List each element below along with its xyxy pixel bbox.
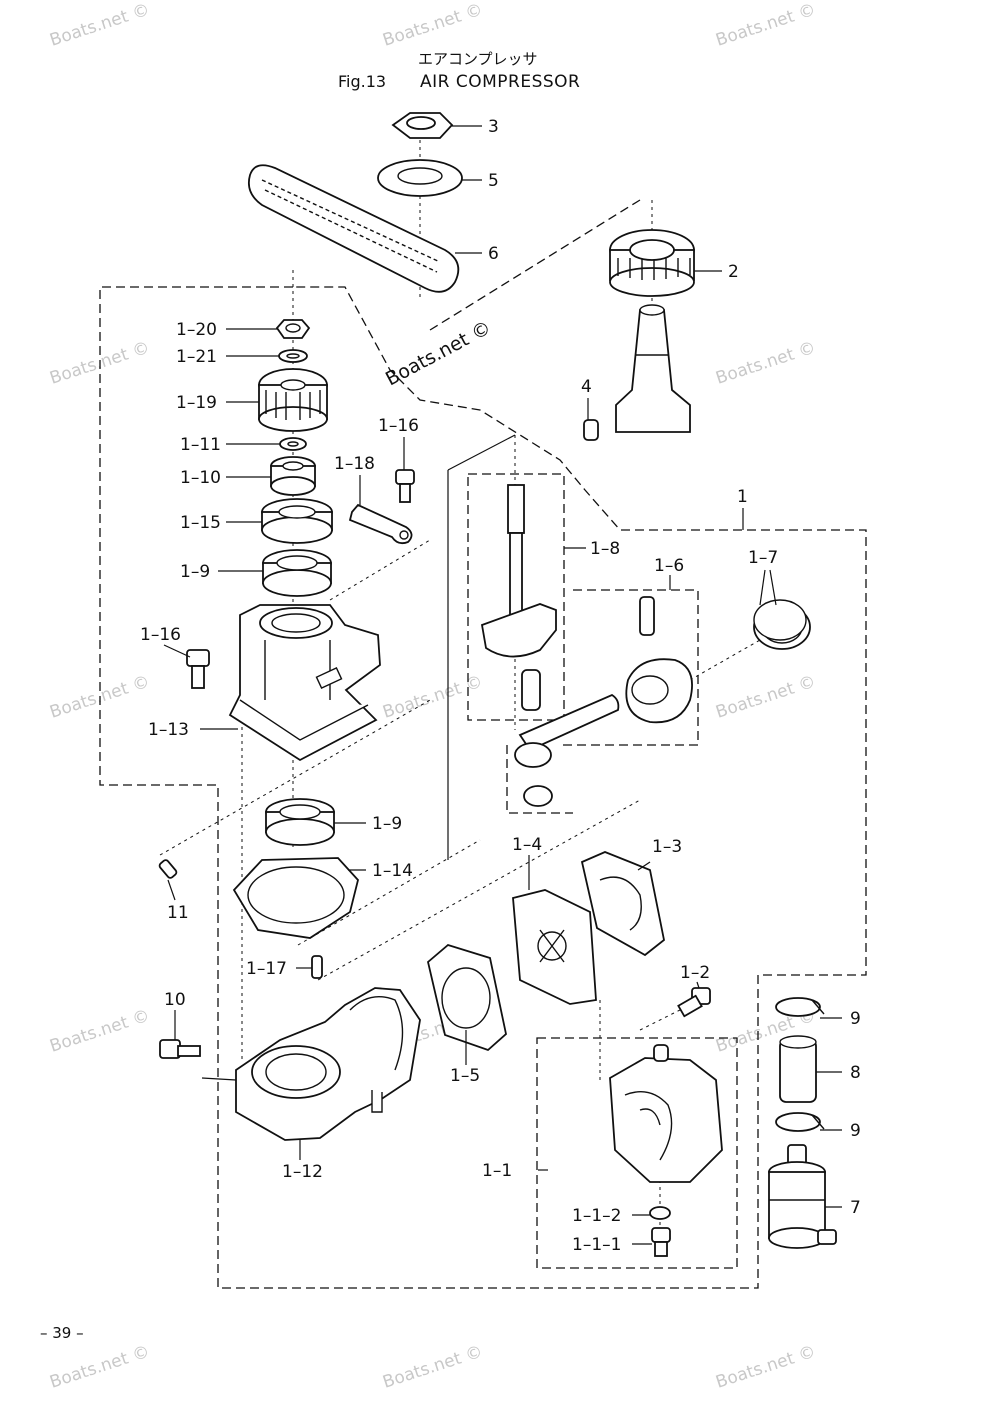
part-1-6-piston-set [514, 596, 693, 807]
part-1-5-gasket [426, 943, 507, 1052]
part-3-nut [391, 112, 454, 139]
callout-6: 6 [488, 244, 499, 264]
part-1-9-bearing-upper [262, 549, 332, 597]
callout-1-8: 1–8 [590, 539, 620, 559]
callout-11: 11 [167, 903, 189, 923]
callout-1-2: 1–2 [680, 963, 710, 983]
callout-9-upper: 9 [850, 1009, 861, 1029]
callout-1-1-2: 1–1–2 [572, 1206, 621, 1226]
watermark: Boats.net © [713, 1342, 818, 1393]
part-9-clip-upper [775, 997, 825, 1017]
page-number: – 39 – [40, 1324, 84, 1342]
callout-1-16-upper: 1–16 [378, 416, 419, 436]
watermark: Boats.net © [713, 338, 818, 389]
part-1-20-nut [275, 319, 311, 339]
part-1-1-2-washer [649, 1206, 671, 1220]
callout-1-18: 1–18 [334, 454, 375, 474]
part-1-16-bolt-upper [395, 469, 415, 503]
part-9-clip-lower [775, 1112, 825, 1132]
part-1-13-housing [228, 604, 381, 762]
callout-labels: 3 5 6 2 4 1 1–20 1–21 1–19 1–11 1–10 1–1… [140, 117, 861, 1255]
figure-number: Fig.13 [338, 72, 387, 91]
part-1-9-bearing-lower [265, 798, 335, 846]
callout-leaders [163, 125, 842, 1245]
callout-1-9-lower: 1–9 [372, 814, 402, 834]
part-1-18-plate [348, 503, 413, 545]
callout-1-19: 1–19 [176, 393, 217, 413]
part-1-11-washer [279, 437, 307, 451]
part-1-19-gear [258, 368, 328, 432]
part-1-21-washer [278, 349, 308, 363]
watermark: Boats.net © [380, 672, 485, 723]
callout-1-16-lower: 1–16 [140, 625, 181, 645]
callout-1-12: 1–12 [282, 1162, 323, 1182]
callout-1-10: 1–10 [180, 468, 221, 488]
part-1-3-gasket [580, 851, 665, 957]
callout-1-17: 1–17 [246, 959, 287, 979]
part-1-14-gasket [232, 857, 359, 939]
part-5-washer [377, 159, 463, 197]
callout-1-6: 1–6 [654, 556, 684, 576]
callout-1-4: 1–4 [512, 835, 542, 855]
watermark: Boats.net © [380, 0, 485, 51]
callout-7: 7 [850, 1198, 861, 1218]
part-1-12-cylinder [235, 987, 421, 1141]
part-1-7-rings [753, 599, 811, 650]
part-1-17-pin [311, 955, 323, 979]
part-10-fitting [159, 1039, 201, 1059]
callout-1-1-1: 1–1–1 [572, 1235, 621, 1255]
assembly-boundaries [99, 199, 867, 1289]
diagram-title: AIR COMPRESSOR [420, 72, 581, 92]
watermark: Boats.net © [47, 1342, 152, 1393]
callout-1-9-upper: 1–9 [180, 562, 210, 582]
watermark: Boats.net © [380, 1342, 485, 1393]
watermark: Boats.net © [47, 1006, 152, 1057]
callout-1-13: 1–13 [148, 720, 189, 740]
callout-1-11: 1–11 [180, 435, 221, 455]
part-1-1-1-fitting [651, 1227, 671, 1257]
callout-1-1: 1–1 [482, 1161, 512, 1181]
callout-1-20: 1–20 [176, 320, 217, 340]
part-4-key [583, 419, 599, 441]
part-11-pin [158, 859, 178, 879]
part-1-8-crankshaft [480, 484, 557, 711]
part-2-pulley [609, 229, 695, 297]
callout-1-21: 1–21 [176, 347, 217, 367]
part-1-15-oil-seal [261, 498, 333, 544]
watermark: Boats.net © [713, 0, 818, 51]
part-6-timing-belt [247, 164, 460, 293]
part-1-2-plug [677, 987, 711, 1018]
callout-1-15: 1–15 [180, 513, 221, 533]
watermark: Boats.net © [713, 672, 818, 723]
title-japanese: エアコンプレッサ [418, 50, 538, 68]
callout-10: 10 [164, 990, 186, 1010]
callout-5: 5 [488, 171, 499, 191]
part-1-1-cover [609, 1044, 723, 1183]
callout-4: 4 [581, 377, 592, 397]
shaft-housing [615, 304, 691, 433]
callout-8: 8 [850, 1063, 861, 1083]
callout-1-7: 1–7 [748, 548, 778, 568]
callout-1-3: 1–3 [652, 837, 682, 857]
part-8-hose [779, 1035, 817, 1103]
callout-9-lower: 9 [850, 1121, 861, 1141]
callout-3: 3 [488, 117, 499, 137]
callout-1-5: 1–5 [450, 1066, 480, 1086]
part-1-10-collar [270, 456, 316, 496]
callout-2: 2 [728, 262, 739, 282]
part-1-4-valve-plate [512, 889, 597, 1005]
watermark: Boats.net © [47, 0, 152, 51]
part-7-filter [768, 1144, 837, 1249]
callout-1-14: 1–14 [372, 861, 413, 881]
part-1-16-bolt-lower [186, 649, 210, 689]
watermarks: Boats.net © Boats.net © Boats.net © Boat… [47, 0, 818, 1393]
callout-1: 1 [737, 487, 748, 507]
